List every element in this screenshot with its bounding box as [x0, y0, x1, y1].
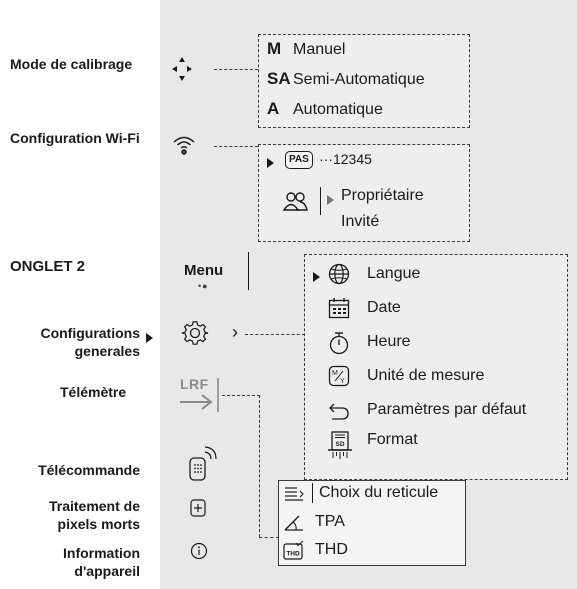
lrf-item-thd[interactable]: THD [315, 541, 348, 558]
general-settings-box: Langue Date Heure M Y Unité de mesure [304, 254, 568, 480]
language-arrow [313, 269, 320, 287]
wifi-options-box: PAS ···12345 Propriétaire Invité [258, 144, 470, 242]
thd-icon-text: THD [286, 551, 300, 558]
wifi-guest-option[interactable]: Invité [341, 213, 380, 230]
calibration-arrows-icon[interactable] [172, 57, 192, 86]
unit-icon-bottom: Y [340, 378, 345, 385]
remote-control-icon[interactable] [189, 446, 221, 487]
device-info-label: Information d'appareil [10, 544, 140, 580]
settings-item-date[interactable]: Date [367, 299, 401, 316]
rangefinder-connector-v [259, 395, 260, 537]
rangefinder-connector-h [222, 395, 260, 396]
dead-pixels-label-line1: Traitement de [48, 498, 140, 514]
sd-card-icon: SD [328, 431, 352, 466]
thd-icon: THD [283, 540, 305, 566]
general-config-label: Configurations generales [10, 324, 140, 360]
calibration-option-code: A [267, 99, 280, 118]
reticle-divider [312, 483, 313, 503]
menu-page-dots: •● [198, 281, 209, 291]
wifi-icon[interactable] [173, 134, 195, 161]
lrf-item-tpa[interactable]: TPA [315, 513, 345, 530]
reset-arrow-icon [328, 401, 350, 426]
dead-pixels-label: Traitement de pixels morts [10, 497, 140, 533]
calibration-option-auto[interactable]: A Automatique [267, 99, 383, 119]
menu-divider [248, 252, 249, 290]
users-divider [320, 187, 321, 215]
settings-item-defaults[interactable]: Paramètres par défaut [367, 401, 527, 418]
owner-arrow [327, 192, 334, 210]
dead-pixels-label-line2: pixels morts [57, 516, 140, 532]
device-info-label-line1: Information [63, 545, 140, 561]
settings-item-language[interactable]: Langue [367, 265, 421, 282]
pas-badge[interactable]: PAS [285, 151, 313, 169]
rangefinder-submenu-box: Choix du reticule TPA THD THD [278, 480, 466, 566]
menu-label[interactable]: Menu [184, 262, 224, 279]
calibration-mode-label: Mode de calibrage [10, 56, 133, 72]
calibration-option-code: M [267, 39, 282, 58]
selected-arrow [146, 330, 153, 348]
stopwatch-icon [328, 331, 350, 360]
unit-icon: M Y [328, 365, 350, 392]
users-icon [282, 191, 309, 216]
device-info-label-line2: d'appareil [74, 563, 140, 579]
calendar-icon [328, 297, 350, 324]
calibration-option-manual[interactable]: M Manuel [267, 39, 345, 59]
wifi-password[interactable]: ···12345 [319, 151, 372, 167]
general-settings-connector [245, 334, 305, 335]
calibration-option-label: Automatique [293, 101, 383, 118]
settings-item-format[interactable]: Format [367, 431, 418, 448]
lrf-item-reticle[interactable]: Choix du reticule [319, 484, 439, 501]
sd-card-text: SD [335, 441, 344, 448]
wifi-config-label: Configuration Wi-Fi [10, 130, 140, 146]
calibration-connector [214, 69, 258, 70]
settings-item-time[interactable]: Heure [367, 333, 411, 350]
tab2-label: ONGLET 2 [10, 258, 86, 275]
rangefinder-connector-end [259, 537, 279, 538]
settings-item-unit[interactable]: Unité de mesure [367, 367, 485, 384]
remote-label: Télécommande [38, 462, 140, 478]
unit-icon-top: M [332, 370, 338, 377]
calibration-option-label: Manuel [293, 41, 346, 58]
general-settings-chevron-icon: › [232, 322, 238, 342]
wifi-connector [214, 146, 258, 147]
globe-icon [328, 263, 350, 290]
general-config-label-line1: Configurations [40, 325, 140, 341]
general-config-label-line2: generales [74, 343, 140, 359]
gear-icon[interactable] [181, 320, 209, 351]
wifi-row-arrow [267, 155, 274, 173]
angle-icon [283, 513, 305, 538]
rangefinder-label: Télémètre [60, 384, 127, 400]
calibration-option-code: SA [267, 69, 291, 88]
rangefinder-icon-text: LRF [180, 376, 209, 392]
dead-pixel-plus-icon[interactable] [190, 499, 206, 522]
reticle-list-icon [283, 485, 305, 510]
calibration-option-label: Semi-Automatique [293, 71, 425, 88]
info-icon[interactable] [190, 542, 208, 565]
wifi-owner-option[interactable]: Propriétaire [341, 187, 424, 204]
